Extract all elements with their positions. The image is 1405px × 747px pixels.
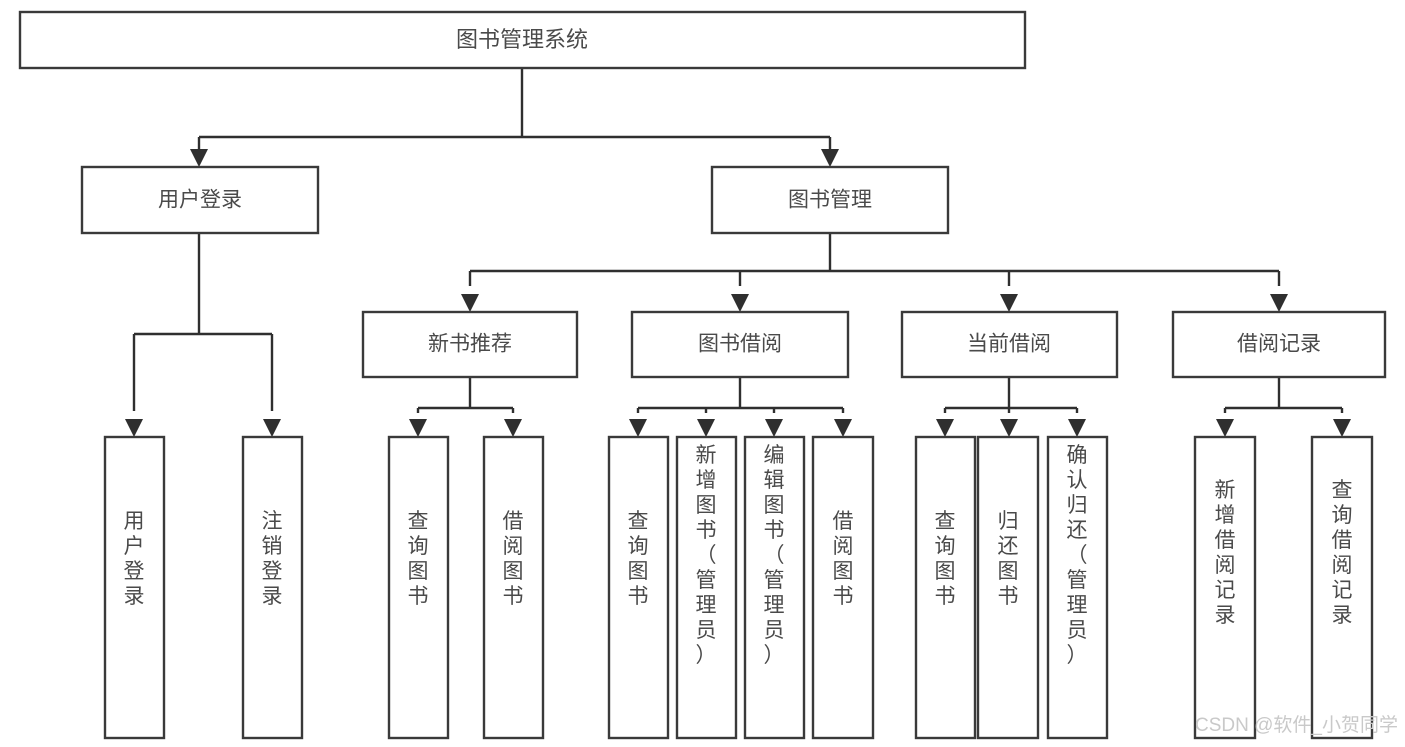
leaf-return-book-box[interactable] [976,435,1040,740]
arrow-to-current-borrow [1000,294,1018,312]
leaf-borrow-book-a-label: 借阅图书 [503,510,524,608]
arrow-to-borrow-book-a [504,419,522,437]
connector-group-book-borrow [629,377,852,437]
node-book-borrow[interactable]: 图书借阅 [630,310,850,379]
arrow-root-to-book-manage [821,149,839,167]
node-borrow-record[interactable]: 借阅记录 [1171,310,1387,379]
leaf-confirm-return[interactable]: 确认归还（管理员） [1046,435,1109,740]
leaf-add-book-box[interactable] [675,435,738,740]
leaf-return-book[interactable]: 归还图书 [976,435,1040,740]
node-new-book-recommend-label: 新书推荐 [428,333,512,356]
leaf-edit-book[interactable]: 编辑图书（管理员） [743,435,806,740]
arrow-root-to-user-login [190,149,208,167]
leaf-query-book-b-box[interactable] [607,435,670,740]
leaf-add-book[interactable]: 新增图书（管理员） [675,435,738,740]
arrow-to-query-borrow-record [1333,419,1351,437]
leaf-confirm-return-label: 确认归还（管理员） [1067,444,1088,667]
leaf-add-book-label: 新增图书（管理员） [696,444,717,667]
connector-group-book-manage [461,233,1288,312]
connector-group-root [190,68,839,167]
leaf-query-book-b[interactable]: 查询图书 [607,435,670,740]
node-user-login-box[interactable] [80,165,320,235]
node-borrow-record-box[interactable] [1171,310,1387,379]
node-book-borrow-box[interactable] [630,310,850,379]
leaf-add-borrow-record-box[interactable] [1193,435,1257,740]
connector-group-current-borrow [936,377,1086,437]
connector-group-user-login [125,233,281,437]
arrow-to-borrow-record [1270,294,1288,312]
arrow-to-confirm-return [1068,419,1086,437]
arrow-to-query-book-c [936,419,954,437]
leaf-confirm-return-box[interactable] [1046,435,1109,740]
node-current-borrow-box[interactable] [900,310,1119,379]
node-root-box[interactable] [18,10,1027,70]
leaf-user-login-label: 用户登录 [124,510,145,608]
leaf-edit-book-label: 编辑图书（管理员） [764,444,785,667]
csdn-watermark: CSDN @软件_小贺同学 [1195,714,1398,736]
node-user-login-label: 用户登录 [158,189,242,212]
arrow-to-book-borrow [731,294,749,312]
arrow-to-logout-leaf [263,419,281,437]
arrow-to-return-book [1000,419,1018,437]
leaf-query-book-a-label: 查询图书 [408,510,429,608]
leaf-query-book-c-box[interactable] [914,435,977,740]
node-book-manage-label: 图书管理 [788,189,872,212]
leaf-add-borrow-record[interactable]: 新增借阅记录 [1193,435,1257,740]
leaf-borrow-book-a[interactable]: 借阅图书 [482,435,545,740]
leaf-return-book-label: 归还图书 [998,510,1019,608]
leaf-borrow-book-b-label: 借阅图书 [833,510,854,608]
arrow-to-user-login-leaf [125,419,143,437]
connector-group-new-book-recommend [409,377,522,437]
arrow-to-edit-book [765,419,783,437]
leaf-query-book-a[interactable]: 查询图书 [387,435,450,740]
node-new-book-recommend[interactable]: 新书推荐 [361,310,579,379]
node-new-book-recommend-box[interactable] [361,310,579,379]
arrow-to-add-book [697,419,715,437]
leaf-query-book-a-box[interactable] [387,435,450,740]
leaf-borrow-book-a-box[interactable] [482,435,545,740]
leaf-logout-label: 注销登录 [262,510,283,608]
leaf-borrow-book-b[interactable]: 借阅图书 [811,435,875,740]
leaf-query-book-c-label: 查询图书 [935,510,956,608]
leaf-logout[interactable]: 注销登录 [241,435,304,740]
node-book-manage-box[interactable] [710,165,950,235]
arrow-to-new-book-recommend [461,294,479,312]
leaf-edit-book-box[interactable] [743,435,806,740]
node-current-borrow-label: 当前借阅 [967,333,1051,356]
leaf-query-borrow-record-box[interactable] [1310,435,1374,740]
connector-group-borrow-record [1216,377,1351,437]
leaf-user-login[interactable]: 用户登录 [103,435,166,740]
node-book-borrow-label: 图书借阅 [698,333,782,356]
arrow-to-borrow-book-b [834,419,852,437]
node-borrow-record-label: 借阅记录 [1237,333,1321,356]
arrow-to-query-book-a [409,419,427,437]
leaf-logout-box[interactable] [241,435,304,740]
node-root[interactable]: 图书管理系统 [18,10,1027,70]
leaf-query-borrow-record-label: 查询借阅记录 [1332,479,1353,627]
arrow-to-query-book-b [629,419,647,437]
leaf-query-book-c[interactable]: 查询图书 [914,435,977,740]
leaf-add-borrow-record-label: 新增借阅记录 [1215,479,1236,627]
node-root-label: 图书管理系统 [456,27,588,52]
leaf-user-login-box[interactable] [103,435,166,740]
arrow-to-add-borrow-record [1216,419,1234,437]
node-current-borrow[interactable]: 当前借阅 [900,310,1119,379]
leaf-borrow-book-b-box[interactable] [811,435,875,740]
node-book-manage[interactable]: 图书管理 [710,165,950,235]
leaf-query-book-b-label: 查询图书 [628,510,649,608]
leaf-query-borrow-record[interactable]: 查询借阅记录 [1310,435,1374,740]
node-user-login[interactable]: 用户登录 [80,165,320,235]
